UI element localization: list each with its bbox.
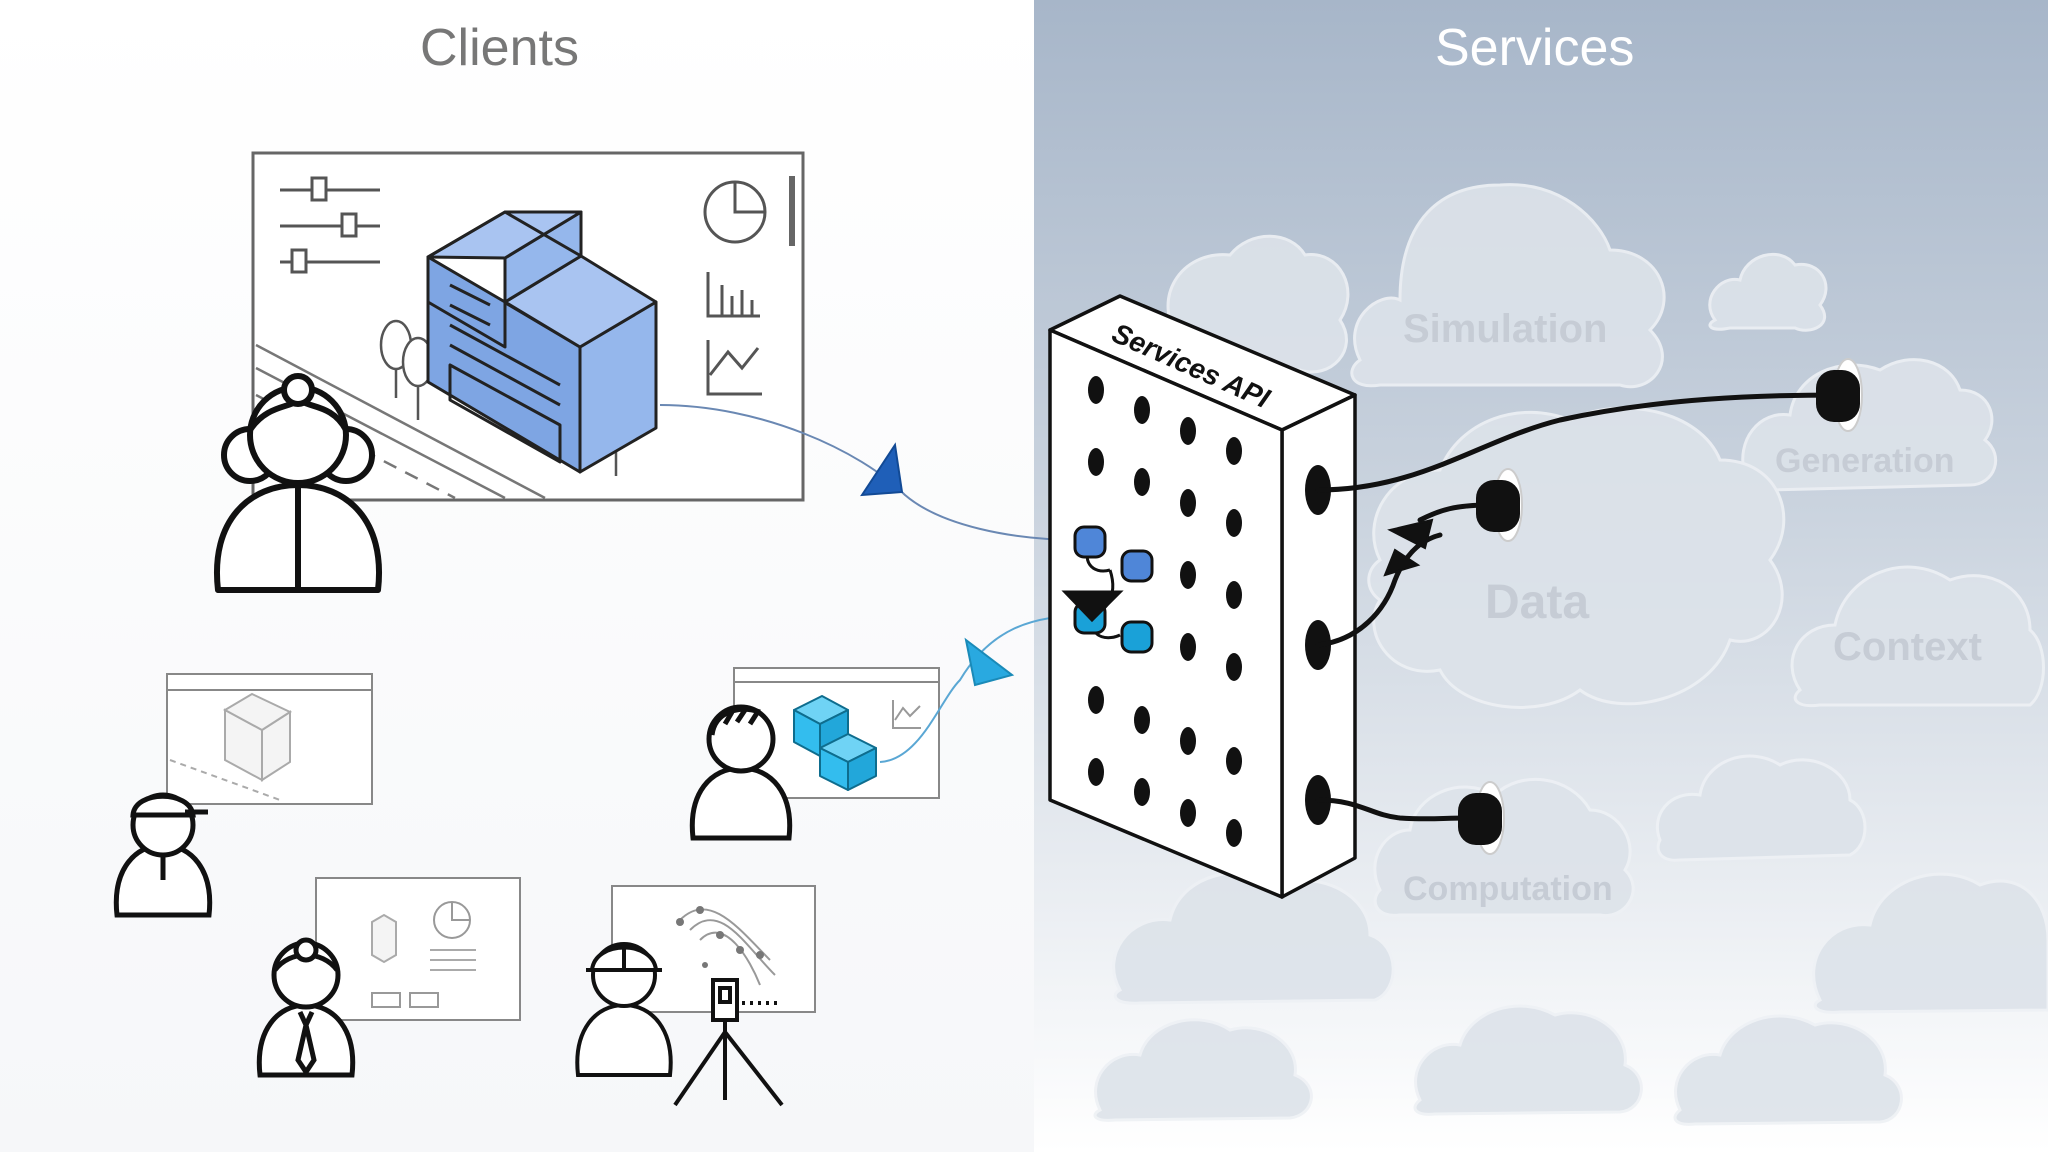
cloud-label-simulation: Simulation bbox=[1403, 307, 1607, 351]
cloud-icon bbox=[1093, 183, 2048, 1126]
woman-user-icon bbox=[214, 373, 382, 593]
tripod-scanner-icon bbox=[673, 978, 784, 1107]
surveyor-user-icon bbox=[575, 942, 673, 1077]
sliders-icon bbox=[280, 176, 380, 274]
businessman-user-icon bbox=[256, 937, 356, 1078]
scrollbar bbox=[789, 176, 795, 246]
plug-icon bbox=[1458, 358, 1863, 855]
cloud-label-computation: Computation bbox=[1403, 870, 1613, 908]
services-heading: Services bbox=[1435, 19, 1635, 77]
request-arrowhead bbox=[860, 442, 904, 497]
cloud-label-context: Context bbox=[1833, 625, 1982, 669]
services-api-box bbox=[1048, 294, 1357, 899]
api-port-dots bbox=[1088, 376, 1242, 847]
line-chart-icon bbox=[706, 340, 762, 396]
building-icon bbox=[426, 210, 658, 474]
network-node-icon bbox=[1061, 525, 1154, 654]
pie-chart-icon bbox=[703, 180, 767, 244]
cloud-label-data: Data bbox=[1485, 576, 1589, 629]
engineer-user-icon bbox=[113, 792, 213, 918]
cloud-label-generation: Generation bbox=[1775, 442, 1954, 480]
response-arrowhead bbox=[964, 637, 1015, 687]
developer-user-icon bbox=[689, 704, 793, 841]
client-screen-small-1 bbox=[166, 673, 373, 805]
cube-icon bbox=[793, 695, 877, 791]
response-arrow-path bbox=[879, 614, 1091, 763]
client-screen-small-2 bbox=[315, 877, 521, 1021]
bar-chart-icon bbox=[706, 272, 760, 318]
clients-heading: Clients bbox=[420, 19, 579, 77]
cable-arrowheads bbox=[1383, 518, 1434, 577]
